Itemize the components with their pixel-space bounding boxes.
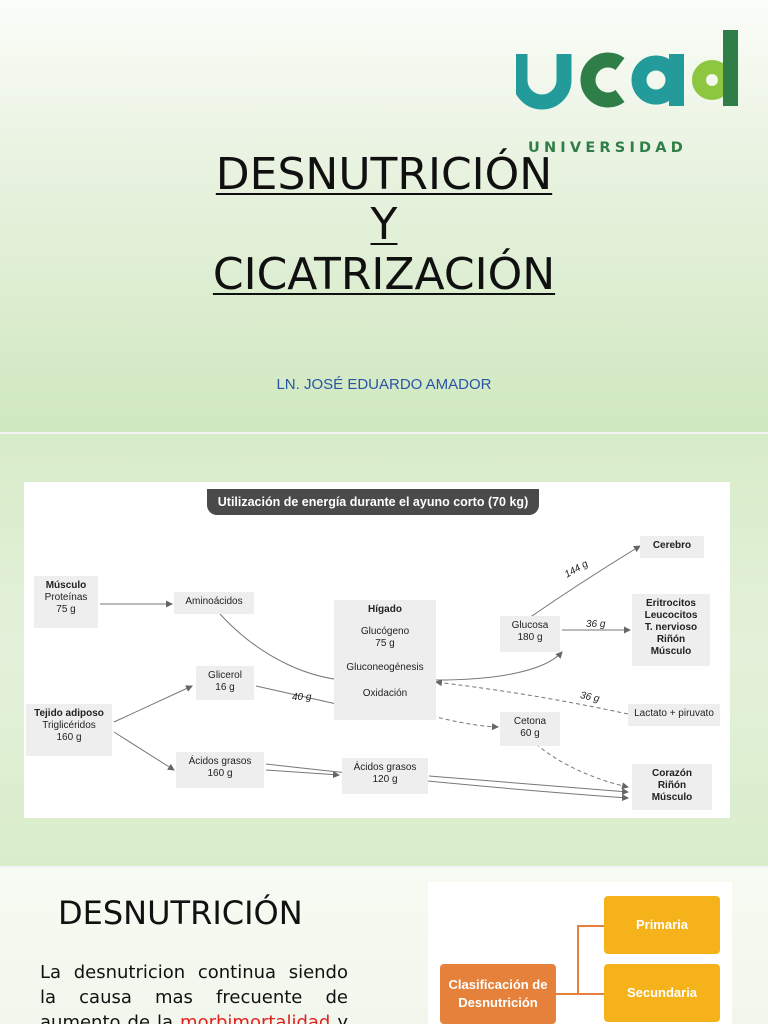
- node-higado-head: Hígado: [368, 604, 402, 615]
- node-acidos-grasos-120: Ácidos grasos 120 g: [342, 758, 428, 794]
- node-corazon-line: Corazón: [652, 768, 692, 779]
- classification-main-box: Clasificación de Desnutrición: [440, 964, 556, 1024]
- node-aminoacidos-line: Aminoácidos: [185, 596, 243, 607]
- node-eritro-line: Riñón: [656, 634, 686, 645]
- node-lactato-line: Lactato + piruvato: [634, 708, 714, 719]
- diagram-title: Utilización de energía durante el ayuno …: [207, 489, 539, 515]
- ucad-wordmark-icon: [516, 30, 738, 110]
- node-glicerol-line: Glicerol: [208, 670, 242, 681]
- node-glicerol-line: 16 g: [215, 682, 235, 693]
- arrow-aminoacidos-higado: [219, 613, 345, 684]
- node-eritrocitos: Eritrocitos Leucocitos T. nervioso Riñón…: [632, 594, 710, 666]
- slide-separator: [0, 432, 768, 434]
- node-musculo-line: Proteínas: [44, 592, 88, 603]
- node-eritro-line: Eritrocitos: [645, 598, 696, 609]
- arrow-tejido-acidos: [113, 731, 175, 771]
- node-acidos1-line: 160 g: [207, 768, 233, 779]
- classification-diagram: Clasificación de Desnutrición Primaria S…: [428, 882, 732, 1024]
- section-title: DESNUTRICIÓN: [58, 894, 303, 932]
- node-higado-line: Glucógeno: [360, 626, 410, 637]
- node-musculo: Músculo Proteínas 75 g: [34, 576, 98, 628]
- node-cerebro-head: Cerebro: [652, 540, 692, 551]
- slide-title: DESNUTRICIÓN Y CICATRIZACIÓN: [130, 150, 638, 300]
- label-36g-glucosa: 36 g: [586, 619, 606, 630]
- node-tejido-line: Triglicéridos: [42, 720, 96, 731]
- node-acidos2-line: 120 g: [372, 774, 398, 785]
- author-name: LN. JOSÉ EDUARDO AMADOR: [276, 376, 492, 393]
- node-acidos2-line: Ácidos grasos: [353, 762, 417, 773]
- node-corazon-line: Riñón: [657, 780, 687, 791]
- node-acidos1-line: Ácidos grasos: [188, 756, 252, 767]
- title-line-3: CICATRIZACIÓN: [212, 249, 556, 300]
- title-line-1: DESNUTRICIÓN: [215, 149, 553, 200]
- node-eritro-line: Músculo: [650, 646, 692, 657]
- arrow-tejido-glicerol: [113, 685, 193, 723]
- body-text: La desnutricion continua siendo la causa…: [40, 962, 348, 1024]
- node-glucosa-line: Glucosa: [511, 620, 549, 631]
- energy-diagram-slide: Utilización de energía durante el ayuno …: [0, 434, 768, 866]
- node-musculo-line: 75 g: [56, 604, 76, 615]
- node-eritro-line: T. nervioso: [644, 622, 698, 633]
- node-gluconeogenesis: Gluconeogénesis: [346, 662, 424, 673]
- classification-secundaria: Secundaria: [604, 964, 720, 1022]
- arrow-gluconeo-glucosa: [435, 651, 563, 681]
- node-eritro-line: Leucocitos: [644, 610, 698, 621]
- node-glicerol: Glicerol 16 g: [196, 666, 254, 700]
- arrow-cetona-corazon: [535, 743, 629, 790]
- node-corazon: Corazón Riñón Músculo: [632, 764, 712, 810]
- node-tejido-adiposo: Tejido adiposo Triglicéridos 160 g: [26, 704, 112, 756]
- logo-universidad-text: UNIVERSIDAD: [528, 140, 687, 156]
- node-corazon-line: Músculo: [651, 792, 693, 803]
- body-text-end: y: [330, 1012, 348, 1024]
- title-line-2: Y: [370, 199, 398, 250]
- classification-primaria: Primaria: [604, 896, 720, 954]
- classification-connectors: [556, 925, 604, 995]
- node-cerebro: Cerebro: [640, 536, 704, 558]
- desnutricion-slide: DESNUTRICIÓN La desnutricion continua si…: [0, 868, 768, 1024]
- section-body: La desnutricion continua siendo la causa…: [40, 960, 348, 1024]
- node-tejido-head: Tejido adiposo: [34, 708, 104, 719]
- arrow-acidos2-corazon: [428, 775, 629, 796]
- node-musculo-head: Músculo: [45, 580, 87, 591]
- slide-separator: [0, 866, 768, 868]
- node-higado-line: 75 g: [375, 638, 395, 649]
- arrow-acidos1-acidos2: [265, 769, 340, 779]
- node-aminoacidos: Aminoácidos: [174, 592, 254, 614]
- label-40g: 40 g: [292, 692, 312, 703]
- node-oxidacion: Oxidación: [362, 688, 408, 699]
- node-acidos-grasos-160: Ácidos grasos 160 g: [176, 752, 264, 788]
- node-cetona-line: Cetona: [513, 716, 547, 727]
- arrow-glucosa-cerebro: [528, 545, 641, 619]
- title-slide: UNIVERSIDAD DESNUTRICIÓN Y CICATRIZACIÓN…: [0, 0, 768, 432]
- ucad-logo: UNIVERSIDAD: [516, 26, 740, 156]
- energy-diagram: Utilización de energía durante el ayuno …: [24, 482, 730, 818]
- arrow-acidos1-corazon: [265, 763, 629, 802]
- node-lactato-piruvato: Lactato + piruvato: [628, 704, 720, 726]
- node-cetona: Cetona 60 g: [500, 712, 560, 746]
- body-highlight-link[interactable]: morbimortalidad: [180, 1012, 331, 1024]
- node-glucosa: Glucosa 180 g: [500, 616, 560, 652]
- node-tejido-line: 160 g: [56, 732, 82, 743]
- arrow-lactato-gluconeo: [435, 679, 629, 715]
- node-higado: Hígado Glucógeno 75 g Gluconeogénesis Ox…: [334, 600, 436, 720]
- node-glucosa-line: 180 g: [517, 632, 543, 643]
- node-cetona-line: 60 g: [520, 728, 540, 739]
